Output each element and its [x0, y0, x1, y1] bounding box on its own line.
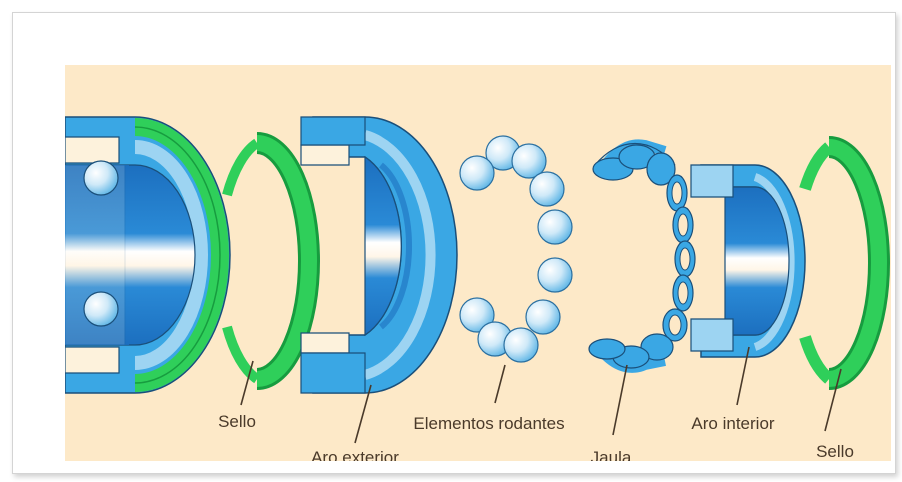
label-outer-ring: Aro exterior [311, 448, 399, 461]
label-rolling-elements: Elementos rodantes [413, 414, 564, 433]
rolling-elements [460, 136, 572, 362]
seal-right [805, 147, 879, 379]
leader-rolling-elements [495, 365, 505, 403]
assembled-bearing [65, 117, 230, 393]
bearing-exploded-diagram: Sello Aro exterior Elementos rodantes Ja… [65, 65, 891, 461]
leader-cage [613, 365, 627, 435]
seal-left [227, 143, 309, 379]
image-frame: Sello Aro exterior Elementos rodantes Ja… [12, 12, 896, 474]
label-cage: Jaula [591, 448, 632, 461]
outer-ring [301, 117, 457, 393]
inner-ring [691, 165, 805, 357]
label-inner-ring: Aro interior [691, 414, 774, 433]
cage [589, 143, 695, 368]
label-seal-right: Sello [816, 442, 854, 461]
bearing-diagram-svg: Sello Aro exterior Elementos rodantes Ja… [65, 65, 891, 461]
label-seal-left: Sello [218, 412, 256, 431]
